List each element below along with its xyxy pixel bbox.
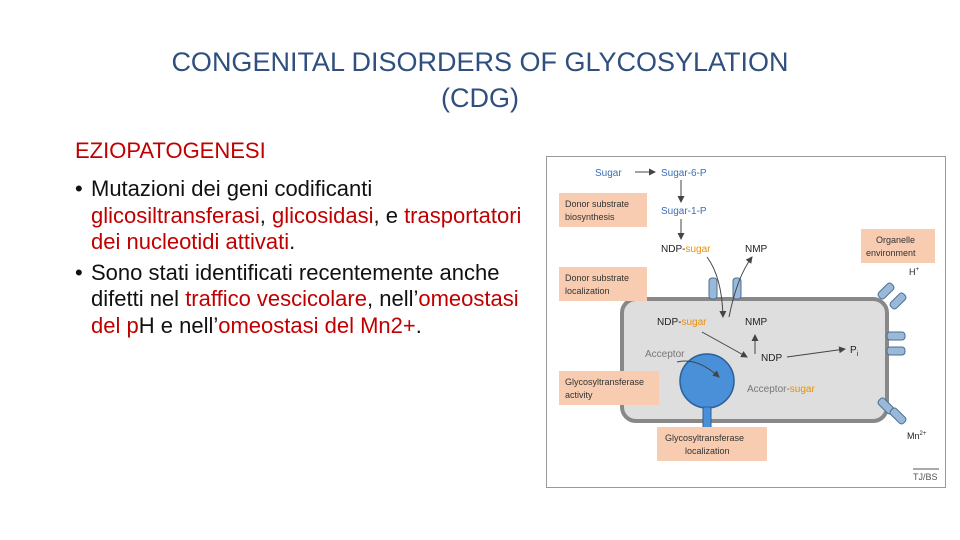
highlight: omeostasi del Mn2+ [218,312,416,338]
box-donor-localization: Donor substrate localization [559,267,647,301]
svg-text:environment: environment [866,248,916,258]
section-heading: EZIOPATOGENESI [75,138,266,163]
glycosyltransferase-enzyme [679,353,735,409]
transporter [708,277,718,300]
bullet-item-1: • Mutazioni dei geni codificanti glicosi… [75,176,535,256]
channel [886,331,906,341]
bullet-item-2: • Sono stati identificati recentemente a… [75,260,535,340]
title-line-1: CONGENITAL DISORDERS OF GLYCOSYLATION [171,47,789,77]
pi-label: Pi [850,345,859,358]
text: Sono stati identificati recentemente anc… [91,259,500,312]
svg-text:Glycosyltransferase: Glycosyltransferase [565,377,644,387]
sugar-1-p-label: Sugar-1-P [661,206,707,217]
h-plus-label: H+ [909,267,920,277]
ndp-sugar-inside-label: NDP-sugar [657,317,707,328]
sugar-label: Sugar [595,168,622,179]
nmp-inside-label: NMP [745,317,768,328]
svg-text:Glycosyltransferase: Glycosyltransferase [665,433,744,443]
channel [877,282,895,300]
ndp-sugar-top-label: NDP-sugar [661,244,711,255]
text: , [366,286,374,311]
arrow [701,331,748,358]
box-glycosyltransferase-activity: Glycosyltransferase activity [559,371,659,405]
diagram-svg: Sugar Sugar-6-P Sugar-1-P NDP-sugar NMP … [559,168,939,482]
credit-label: TJ/BS [913,472,938,482]
svg-text:Donor substrate: Donor substrate [565,273,629,283]
channel [886,346,906,356]
box-donor-biosynthesis: Donor substrate biosynthesis [559,193,647,227]
arrow [728,256,753,318]
text: . [415,312,422,338]
arrow [676,360,720,378]
arrow [706,256,727,318]
channel [889,292,907,310]
text: Mutazioni dei geni codificanti [91,176,373,201]
text: , [259,202,272,228]
text: , e [373,202,398,228]
text: nell’ [379,286,419,311]
highlight: glicosiltransferasi [91,202,260,228]
svg-text:biosynthesis: biosynthesis [565,212,615,222]
channel [889,407,907,425]
highlight: trasportatori dei nucleotidi attivati [91,202,522,255]
slide-title: CONGENITAL DISORDERS OF GLYCOSYLATION (C… [60,44,900,116]
svg-text:Organelle: Organelle [876,235,915,245]
mn-label: Mn2+ [907,431,927,441]
sugar-6-p-label: Sugar-6-P [661,168,707,179]
title-line-2: (CDG) [441,83,519,113]
svg-text:Donor substrate: Donor substrate [565,199,629,209]
text: nell’ [179,312,219,338]
arrow [786,346,846,358]
svg-text:activity: activity [565,390,593,400]
text: H e [138,312,173,338]
bullet-marker: • [75,259,83,285]
highlight: traffico vescicolare [185,286,367,311]
box-glycosyltransferase-localization: Glycosyltransferase localization [657,427,767,461]
bullet-marker: • [75,176,83,201]
glycosylation-diagram: Sugar Sugar-6-P Sugar-1-P NDP-sugar NMP … [546,156,946,488]
acceptor-label: Acceptor [645,349,685,360]
svg-text:localization: localization [565,286,610,296]
ndp-label: NDP [761,353,782,364]
svg-text:localization: localization [685,446,730,456]
text: . [289,229,296,254]
bullet-list: • Mutazioni dei geni codificanti glicosi… [75,176,535,343]
highlight: omeostasi del p [91,286,519,338]
acceptor-sugar-label: Acceptor-sugar [747,384,815,395]
highlight: glicosidasi [271,202,374,228]
nmp-top-label: NMP [745,244,768,255]
box-organelle-environment: Organelle environment [861,229,935,263]
